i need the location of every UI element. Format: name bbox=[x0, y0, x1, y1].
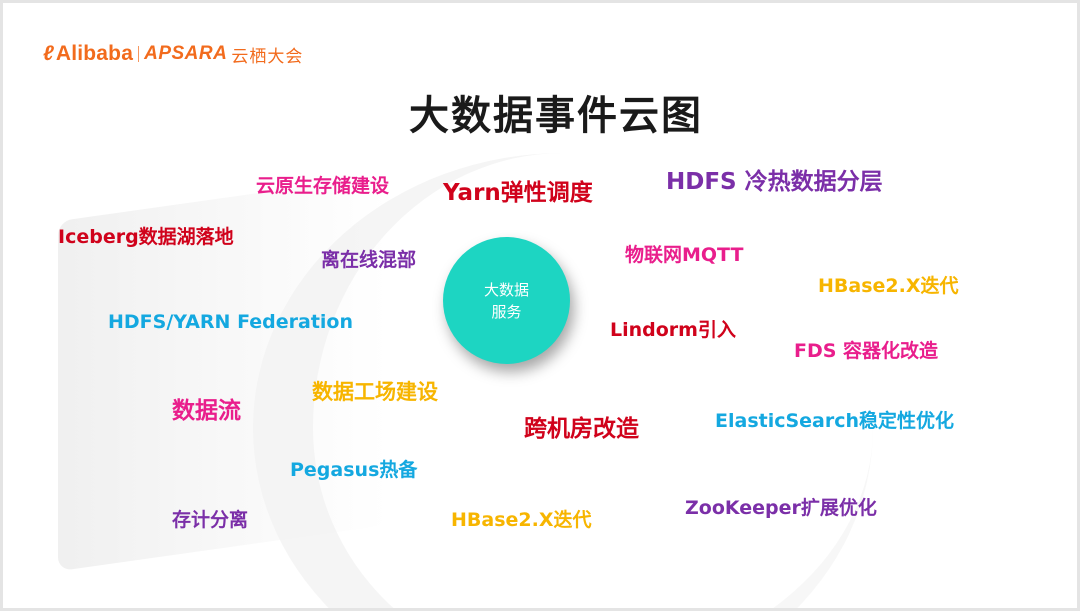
tag-cloud-item: 数据工场建设 bbox=[312, 380, 438, 404]
tag-cloud-item: 物联网MQTT bbox=[625, 244, 744, 266]
tag-cloud-item: 云原生存储建设 bbox=[256, 175, 390, 197]
tag-cloud-item: FDS 容器化改造 bbox=[794, 340, 939, 362]
tag-cloud-item: 跨机房改造 bbox=[524, 416, 639, 442]
tag-cloud-item: HDFS/YARN Federation bbox=[108, 311, 354, 333]
logo-apsara-text: APSARA bbox=[144, 43, 228, 64]
logo-alibaba-text: Alibaba bbox=[55, 42, 134, 65]
page-title: 大数据事件云图 bbox=[409, 93, 703, 139]
hub-label-line2: 服务 bbox=[491, 302, 522, 321]
tag-cloud-item: 存计分离 bbox=[172, 509, 249, 531]
alibaba-apsara-logo: ℓ Alibaba APSARA 云栖大会 bbox=[43, 42, 303, 66]
hub-circle: 大数据 服务 bbox=[443, 237, 570, 364]
hub-label-line1: 大数据 bbox=[483, 280, 529, 299]
tag-cloud-item: ZooKeeper扩展优化 bbox=[685, 497, 877, 519]
tag-cloud-item: HBase2.X迭代 bbox=[451, 509, 592, 531]
tag-cloud-item: ElasticSearch稳定性优化 bbox=[715, 410, 955, 432]
tag-cloud-item: Pegasus热备 bbox=[290, 459, 418, 481]
tag-cloud-item: Lindorm引入 bbox=[610, 319, 736, 341]
tag-cloud-item: HDFS 冷热数据分层 bbox=[666, 169, 883, 195]
slide: ℓ Alibaba APSARA 云栖大会 大数据事件云图 大数据 服务 云原生… bbox=[3, 3, 1077, 608]
tag-cloud-item: Yarn弹性调度 bbox=[443, 180, 593, 206]
tag-cloud-item: 离在线混部 bbox=[321, 249, 417, 271]
logo-yunqi-text: 云栖大会 bbox=[231, 46, 304, 66]
tag-cloud-item: 数据流 bbox=[172, 398, 241, 424]
tag-cloud-item: HBase2.X迭代 bbox=[818, 275, 959, 297]
logo-divider bbox=[138, 46, 140, 62]
alibaba-logo-icon: ℓ bbox=[43, 42, 54, 65]
tag-cloud-item: Iceberg数据湖落地 bbox=[58, 226, 234, 248]
